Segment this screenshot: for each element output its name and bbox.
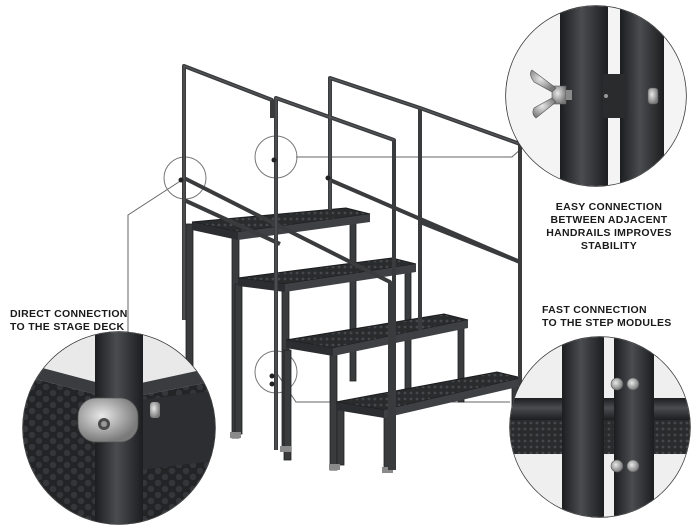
direct-connection-caption: DIRECT CONNECTION TO THE STAGE DECK xyxy=(10,308,128,333)
wing-nut-icon xyxy=(530,69,572,119)
step-tread-1 xyxy=(191,207,371,240)
step-tread-3 xyxy=(285,313,469,356)
detail-handrail-connection xyxy=(505,5,687,187)
detail-step-module-connection xyxy=(509,336,691,518)
easy-connection-caption: EASY CONNECTION BETWEEN ADJACENT HANDRAI… xyxy=(546,201,672,252)
clamp-plate-icon xyxy=(77,397,139,443)
stair-module xyxy=(178,64,523,473)
fast-connection-caption: FAST CONNECTION TO THE STEP MODULES xyxy=(542,304,672,329)
step-tread-2 xyxy=(237,257,417,292)
detail-stage-deck-connection xyxy=(22,331,216,525)
step-tread-4 xyxy=(335,371,523,418)
bolt-icon xyxy=(610,377,640,473)
